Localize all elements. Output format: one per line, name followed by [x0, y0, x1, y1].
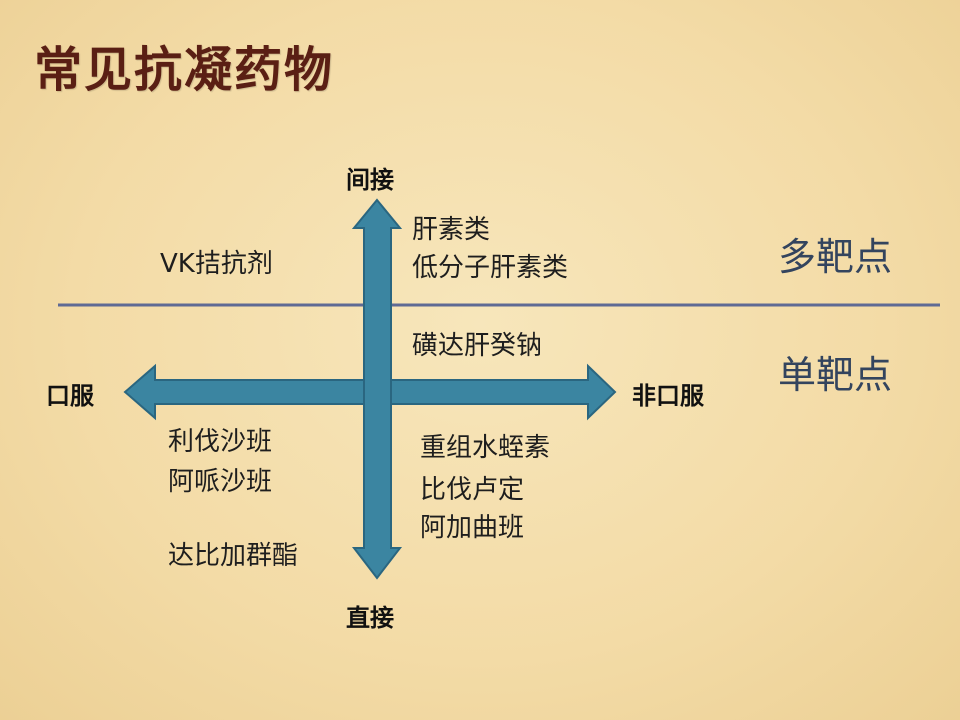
- region-label-single-target: 单靶点: [778, 353, 893, 397]
- region-label-multi-target: 多靶点: [778, 235, 893, 279]
- drug-label: 磺达肝癸钠: [412, 331, 543, 361]
- drug-label: 肝素类: [412, 215, 491, 245]
- axis-label-right: 非口服: [632, 382, 704, 410]
- drug-label: 阿加曲班: [420, 513, 525, 543]
- drug-label: 低分子肝素类: [412, 253, 569, 283]
- axis-label-left: 口服: [46, 382, 94, 410]
- drug-label: VK拮抗剂: [160, 249, 273, 279]
- slide-title: 常见抗凝药物: [34, 42, 335, 98]
- drug-label: 利伐沙班: [168, 427, 273, 457]
- vertical-double-arrow: [351, 198, 403, 580]
- axis-label-top: 间接: [346, 166, 394, 194]
- axis-label-bottom: 直接: [346, 604, 394, 632]
- drug-label: 阿哌沙班: [168, 467, 273, 497]
- drug-label: 重组水蛭素: [420, 433, 551, 463]
- drug-label: 达比加群酯: [168, 541, 299, 571]
- drug-label: 比伐卢定: [420, 475, 525, 505]
